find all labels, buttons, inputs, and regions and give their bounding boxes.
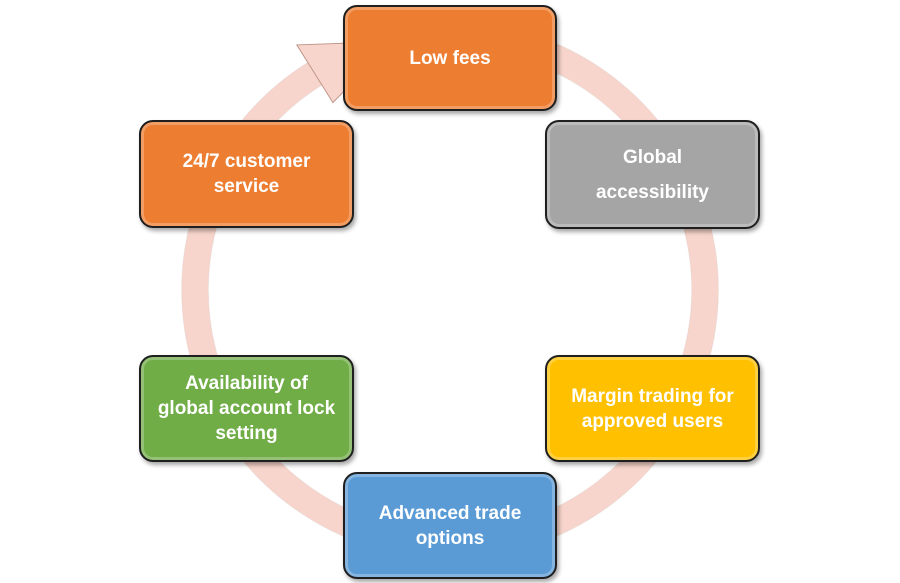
node-advanced-trade: Advanced trade options [343, 472, 557, 579]
cycle-arc [182, 22, 718, 558]
node-label-global-accessibility: Global accessibility [595, 146, 710, 203]
node-global-accessibility: Global accessibility [545, 120, 760, 229]
node-label-advanced-trade: Advanced trade options [378, 502, 522, 549]
node-label-margin-trading: Margin trading for approved users [571, 385, 734, 432]
node-label-customer-service: 24/7 customer service [182, 151, 311, 197]
node-margin-trading: Margin trading for approved users [545, 355, 760, 462]
node-low-fees: Low fees [343, 5, 557, 111]
node-customer-service: 24/7 customer service [139, 120, 354, 228]
node-global-account-lock: Availability of global account lock sett… [139, 355, 354, 462]
node-label-low-fees: Low fees [409, 47, 491, 69]
node-label-global-account-lock: Availability of global account lock sett… [157, 373, 336, 444]
